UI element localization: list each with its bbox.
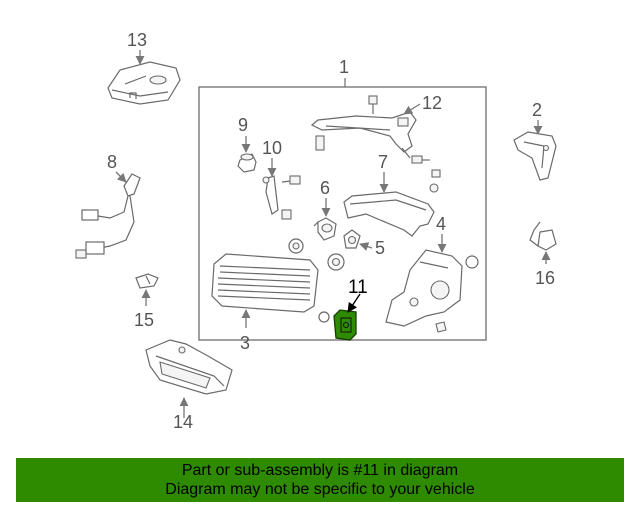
leader-5 <box>359 242 373 251</box>
part-12[interactable] <box>310 95 417 159</box>
part-2[interactable] <box>513 131 557 181</box>
part-3[interactable] <box>211 253 319 313</box>
leader-11 <box>347 293 361 313</box>
part-7[interactable] <box>343 155 441 237</box>
callout-6[interactable]: 6 <box>320 178 330 198</box>
callout-5[interactable]: 5 <box>375 238 385 258</box>
callout-1[interactable]: 1 <box>339 57 349 77</box>
part-14[interactable] <box>145 339 233 395</box>
callout-13[interactable]: 13 <box>127 30 147 50</box>
callout-8[interactable]: 8 <box>107 152 117 172</box>
assembly-frame <box>198 86 487 341</box>
part-16[interactable] <box>529 221 557 251</box>
callout-7[interactable]: 7 <box>378 152 388 172</box>
part-5[interactable] <box>288 229 361 271</box>
leader-8 <box>115 171 127 183</box>
info-banner: Part or sub-assembly is #11 in diagram D… <box>16 458 624 502</box>
callout-12[interactable]: 12 <box>422 93 442 113</box>
callout-2[interactable]: 2 <box>532 100 542 120</box>
part-6[interactable] <box>313 217 337 241</box>
callout-14[interactable]: 14 <box>173 412 193 432</box>
banner-line-1: Part or sub-assembly is #11 in diagram <box>181 462 459 479</box>
part-4[interactable] <box>385 249 479 333</box>
part-9[interactable] <box>237 153 257 173</box>
leader-12 <box>403 103 421 115</box>
banner-line-2: Diagram may not be specific to your vehi… <box>165 481 475 498</box>
part-13[interactable] <box>107 61 181 105</box>
callout-16[interactable]: 16 <box>535 268 555 288</box>
callout-4[interactable]: 4 <box>436 214 446 234</box>
callout-3[interactable]: 3 <box>240 333 250 353</box>
part-11[interactable] <box>318 309 357 341</box>
callout-11[interactable]: 11 <box>348 277 368 298</box>
callout-9[interactable]: 9 <box>238 115 248 135</box>
callout-15[interactable]: 15 <box>134 310 154 330</box>
part-15[interactable] <box>135 273 159 289</box>
callout-10[interactable]: 10 <box>262 138 282 158</box>
part-8[interactable] <box>75 173 141 259</box>
parts-diagram: 1 13 12 2 9 10 <box>75 30 557 432</box>
part-10[interactable] <box>262 175 301 220</box>
